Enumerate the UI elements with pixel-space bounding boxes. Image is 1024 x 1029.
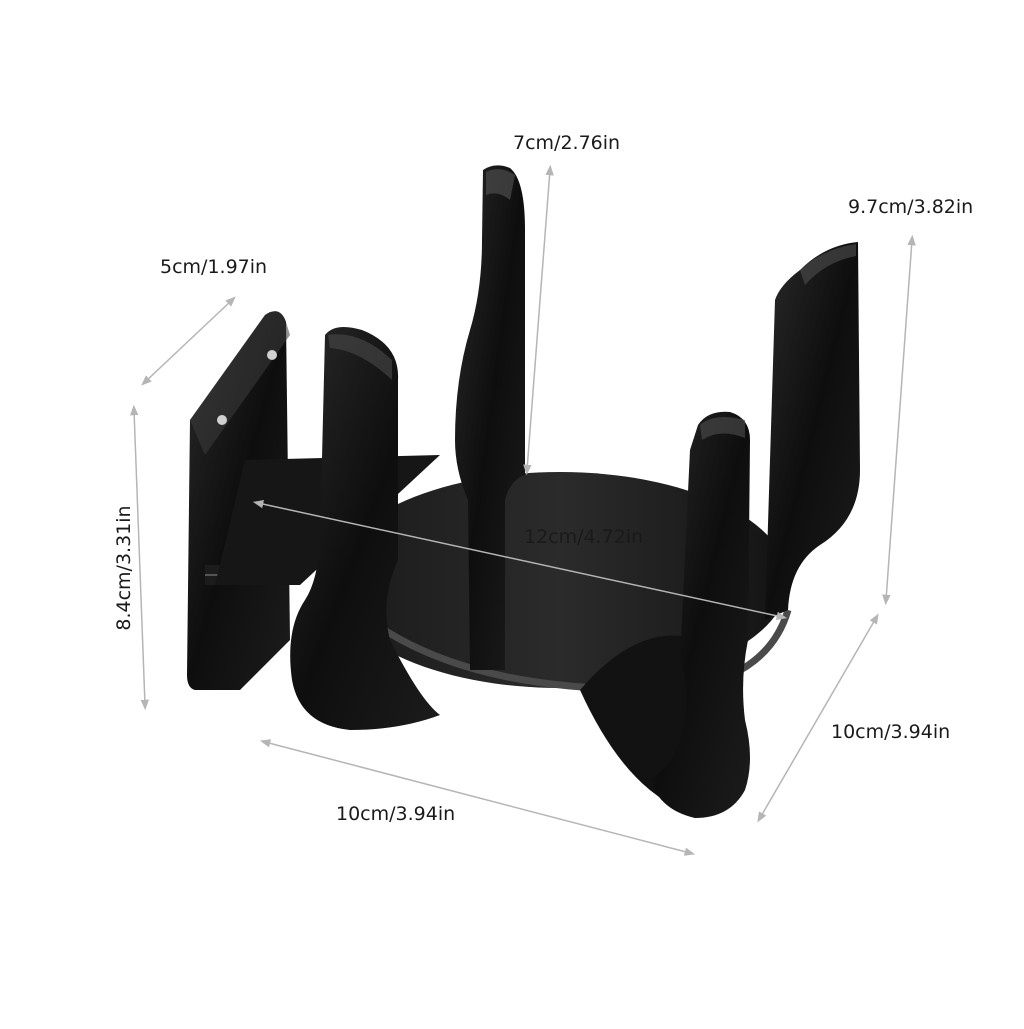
dim-line-width [259,739,696,856]
dim-line-depth [757,613,879,823]
right-back-prong [765,242,860,620]
right-prong-height-label: 9.7cm/3.82in [848,196,974,218]
depth-label: 10cm/3.94in [831,721,951,743]
base-diameter-label: 12cm/4.72in [524,526,644,548]
overall-height-label: 8.4cm/3.31in [113,505,135,631]
dim-line-overall-height [129,404,150,711]
width-label: 10cm/3.94in [336,803,456,825]
dim-line-right-prong [882,234,916,606]
dimension-lines [129,164,916,856]
screw-hole-icon [217,415,227,425]
dim-line-top-prong [523,164,554,476]
dim-line-plate-width [141,296,236,386]
dim-line-base-diameter [252,500,788,620]
mount-plate-width-label: 5cm/1.97in [160,256,268,278]
top-prong-height-label: 7cm/2.76in [513,132,621,154]
screw-hole-icon [267,350,277,360]
